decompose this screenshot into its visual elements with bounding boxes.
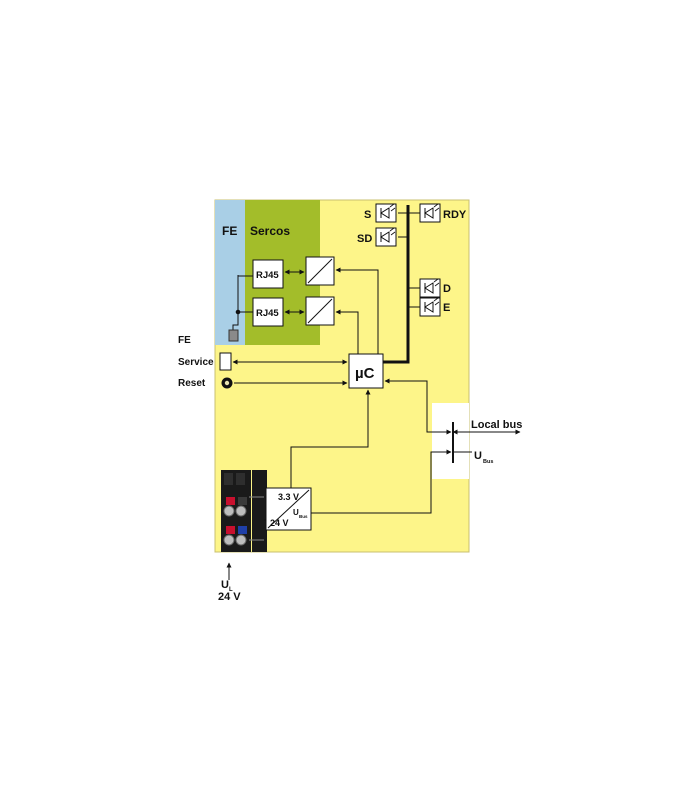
rj45-bottom-box xyxy=(252,297,284,327)
psu-u-label: U xyxy=(293,508,299,517)
ul-label-sub: L xyxy=(229,587,233,593)
psu-u-sub: Bus xyxy=(299,514,308,519)
led-e-label: E xyxy=(443,302,450,314)
microcontroller-box xyxy=(348,353,384,389)
service-switch xyxy=(219,352,232,371)
local-bus-area xyxy=(432,403,469,479)
rj45-bottom-label: RJ45 xyxy=(256,308,279,319)
led-rdy-label: RDY xyxy=(443,209,467,221)
converter-uc-links xyxy=(335,267,381,359)
led-e xyxy=(419,297,441,317)
converter-top-slash xyxy=(307,258,333,284)
led-s-label: S xyxy=(364,209,371,221)
fe-zone-label: FE xyxy=(222,224,237,238)
fe-zone xyxy=(215,200,245,345)
uc-localbus-links xyxy=(290,378,452,514)
service-reset-links xyxy=(232,359,348,386)
power-supply-slash xyxy=(267,489,310,529)
led-sd-label: SD xyxy=(357,233,372,245)
ul-voltage-label: 24 V xyxy=(218,591,241,603)
local-bus-connector xyxy=(452,422,521,463)
led-s xyxy=(375,203,397,223)
ubus-label: U xyxy=(474,450,482,462)
power-terminal xyxy=(221,470,267,552)
ubus-label-sub: Bus xyxy=(483,459,493,465)
rj45-top-label: RJ45 xyxy=(256,270,279,281)
rj45-top-box xyxy=(252,259,284,289)
fe-label: FE xyxy=(178,335,191,346)
sercos-label: Sercos xyxy=(250,224,290,238)
led-d xyxy=(419,278,441,298)
led-sd xyxy=(375,227,397,247)
reset-label: Reset xyxy=(178,378,206,389)
converter-bottom-slash xyxy=(307,298,333,324)
fe-terminal xyxy=(228,329,239,342)
led-bus xyxy=(383,205,420,364)
led-d-label: D xyxy=(443,283,451,295)
ul-label: U xyxy=(221,579,229,591)
led-rdy xyxy=(419,203,441,223)
microcontroller-label: µC xyxy=(355,365,375,382)
local-bus-label: Local bus xyxy=(471,419,522,431)
rj45-converter-links xyxy=(284,269,305,315)
psu-33v-label: 3.3 V xyxy=(278,492,299,502)
service-label: Service xyxy=(178,357,214,368)
psu-24v-label: 24 V xyxy=(270,518,289,528)
